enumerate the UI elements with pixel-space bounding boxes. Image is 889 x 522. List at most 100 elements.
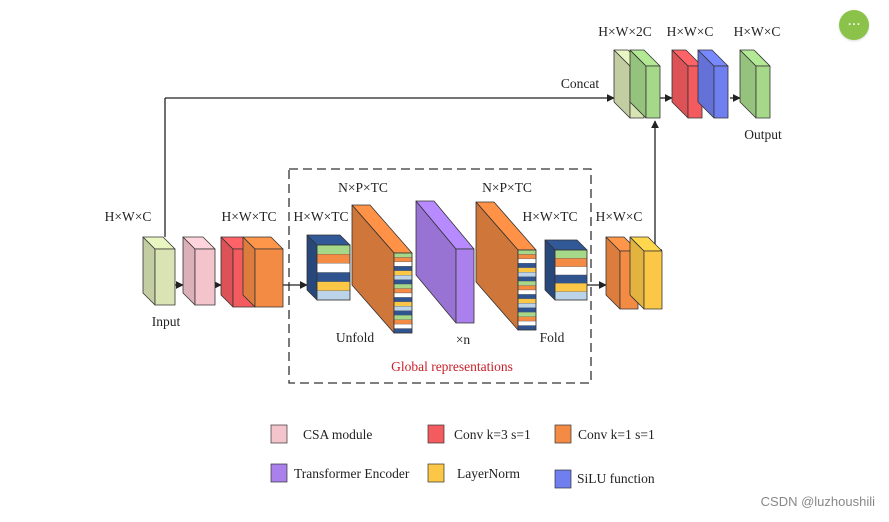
unfold-stack-stripe <box>393 275 413 280</box>
times-n-label: ×n <box>456 332 471 347</box>
unfold-stack-stripe <box>393 306 413 311</box>
legend-label-silu: SiLU function <box>577 471 655 486</box>
fold-input-stack-stripe <box>517 280 537 286</box>
global-representations-label: Global representations <box>391 359 513 374</box>
input-block-front <box>154 248 176 306</box>
legend-label-layernorm: LayerNorm <box>457 466 520 481</box>
watermark: CSDN @luzhoushili <box>760 494 875 509</box>
fold-input-stack-stripe <box>517 249 537 255</box>
fold-input-stack-frame <box>517 249 537 331</box>
concat-label: Concat <box>561 76 599 91</box>
unfold-stack-stripe <box>393 257 413 263</box>
pre-unfold-stack-stripe <box>316 281 351 291</box>
unfold-label: Unfold <box>336 330 374 345</box>
fold-stack-stripe <box>554 258 588 267</box>
connector-lines <box>164 94 741 289</box>
unfold-stack-stripe <box>393 319 413 325</box>
unfold-stack-stripe <box>393 279 413 285</box>
fold-input-stack-stripe <box>517 258 537 264</box>
diagram-labels: H×W×C Input H×W×TC H×W×TC N×P×TC Unfold … <box>105 24 782 374</box>
fold-input-stack-stripe <box>517 307 537 313</box>
unfold-stack-stripe <box>393 310 413 316</box>
unfold-stack-stripe <box>393 270 413 276</box>
fold-dims-label: H×W×TC <box>523 209 578 224</box>
fold-label: Fold <box>540 330 565 345</box>
unfold-stack-stripe <box>393 252 413 258</box>
unfold-stack <box>351 204 413 334</box>
fold-input-stack-stripe <box>517 312 537 317</box>
unfold-stack-stripe <box>393 288 413 294</box>
conv-dims-label: H×W×TC <box>222 209 277 224</box>
unfold-stack-stripe <box>393 323 413 329</box>
out-silu-block <box>697 49 729 119</box>
concat-green-block <box>629 49 661 119</box>
unfold-stack-stripe <box>393 328 413 334</box>
legend-swatch-conv1 <box>554 424 572 444</box>
pre-unfold-stack-stripe <box>316 263 351 273</box>
post-layernorm-block <box>629 236 663 310</box>
pre-unfold-stack-stripe <box>316 272 351 282</box>
transformer-block-front <box>455 248 475 324</box>
legend-swatch-transformer <box>270 463 288 483</box>
legend-label-csa: CSA module <box>303 427 372 442</box>
token-stacks <box>306 201 588 334</box>
legend-swatch-layernorm <box>427 463 445 483</box>
unfold-stack-stripe <box>393 261 413 267</box>
fold-stack-stripe <box>554 266 588 276</box>
transformer-block <box>415 200 475 324</box>
legend-swatch-csa <box>270 424 288 444</box>
post-conv-dims-label: H×W×C <box>596 209 643 224</box>
concat-dims-label: H×W×2C <box>598 24 651 39</box>
output-block-front <box>755 65 771 119</box>
more-options-button[interactable]: ··· <box>839 10 869 40</box>
fold-stack <box>544 239 588 301</box>
input-block <box>142 236 176 306</box>
fold-stack-stripe <box>554 291 588 301</box>
pre-unfold-stack-frame <box>316 244 351 301</box>
fold-input-stack-stripe <box>517 267 537 273</box>
input-label: Input <box>152 314 181 329</box>
legend-label-conv1: Conv k=1 s=1 <box>578 427 655 442</box>
csa-block <box>182 236 216 306</box>
unfold-stack-stripe <box>393 297 413 303</box>
legend: CSA module Conv k=3 s=1 Conv k=1 s=1 Tra… <box>270 424 655 489</box>
post-layernorm-block-front <box>643 250 663 310</box>
pre-unfold-dims-label: H×W×TC <box>294 209 349 224</box>
fold-input-stack-stripe <box>517 298 537 304</box>
unfold-stack-frame <box>393 252 413 334</box>
pre-unfold-stack-stripe <box>316 290 351 301</box>
unfold-stack-stripe <box>393 315 413 320</box>
fold-input-stack-stripe <box>517 285 537 291</box>
global-representations-box <box>288 168 592 384</box>
diagram-blocks <box>142 49 771 324</box>
fold-stack-side <box>544 239 556 301</box>
conv-out-dims-label: H×W×C <box>667 24 714 39</box>
fold-input-stack <box>475 201 537 331</box>
fold-stack-stripe <box>554 249 588 259</box>
unfold-stack-stripe <box>393 292 413 298</box>
fold-input-stack-stripe <box>517 320 537 326</box>
output-block <box>739 49 771 119</box>
pre-unfold-stack-stripe <box>316 254 351 264</box>
legend-label-transformer: Transformer Encoder <box>294 466 410 481</box>
fold-input-stack-stripe <box>517 316 537 322</box>
csa-block-front <box>194 248 216 306</box>
fold-input-stack-stripe <box>517 289 537 295</box>
pre-unfold-stack-side <box>306 234 318 301</box>
fold-stack-stripe <box>554 283 588 292</box>
unfold-stack-stripe <box>393 266 413 271</box>
legend-label-conv3: Conv k=3 s=1 <box>454 427 531 442</box>
fold-input-stack-stripe <box>517 276 537 282</box>
out-silu-block-front <box>713 65 729 119</box>
fold-input-dims-label: N×P×TC <box>482 180 532 195</box>
concat-green-block-front <box>645 65 661 119</box>
output-dims-label: H×W×C <box>734 24 781 39</box>
input-dims-label: H×W×C <box>105 209 152 224</box>
out-conv3-block <box>671 49 703 119</box>
legend-swatch-silu <box>554 469 572 489</box>
unfold-stack-stripe <box>393 301 413 307</box>
fold-input-stack-stripe <box>517 303 537 308</box>
pre-unfold-stack-stripe <box>316 244 351 255</box>
